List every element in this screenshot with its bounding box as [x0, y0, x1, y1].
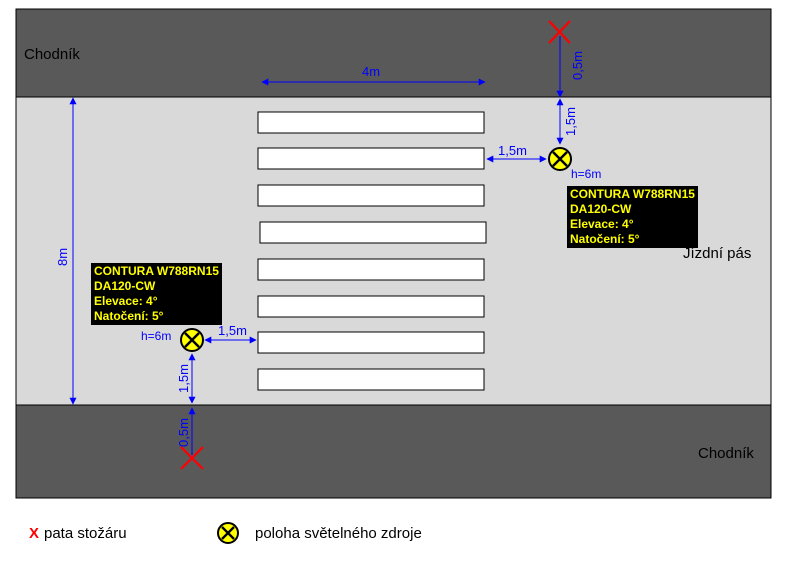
zebra-stripe: [257, 111, 485, 134]
luminaire-elevation: Elevace: 4°: [570, 217, 634, 231]
label-edge-dist-left: 1,5m: [176, 364, 191, 393]
sidewalk-top-label: Chodník: [24, 46, 80, 63]
legend-pole-label: pata stožáru: [44, 525, 127, 542]
sidewalk-top: [15, 8, 772, 98]
zebra-stripe: [257, 368, 485, 391]
label-offset-left: 1,5m: [218, 323, 247, 338]
luminaire-model: CONTURA W788RN15: [94, 264, 219, 278]
zebra-stripe: [257, 295, 485, 318]
legend-light-label: poloha světelného zdroje: [255, 525, 422, 542]
pole-marker-bottom: [180, 446, 204, 470]
sidewalk-bottom-label: Chodník: [698, 445, 754, 462]
label-height-left: h=6m: [141, 329, 171, 343]
luminaire-optic: DA120-CW: [94, 279, 156, 293]
sidewalk-bottom: [15, 404, 772, 499]
roadway-label: Jízdní pás: [683, 245, 751, 262]
label-crossing-width: 4m: [362, 64, 380, 79]
roadway: [15, 96, 772, 406]
zebra-crossing: [257, 111, 487, 391]
zebra-stripe: [257, 331, 485, 354]
label-pole-dist-left: 0,5m: [176, 418, 191, 447]
legend-pole-icon: X: [29, 525, 39, 542]
luminaire-info-right: CONTURA W788RN15 DA120-CW Elevace: 4° Na…: [567, 186, 698, 248]
luminaire-info-left: CONTURA W788RN15 DA120-CW Elevace: 4° Na…: [91, 263, 222, 325]
legend-light-icon: [217, 522, 239, 544]
label-offset-right: 1,5m: [498, 143, 527, 158]
pole-marker-top: [548, 20, 571, 44]
label-height-right: h=6m: [571, 167, 601, 181]
zebra-stripe: [257, 147, 485, 170]
label-road-width: 8m: [55, 248, 70, 266]
luminaire-elevation: Elevace: 4°: [94, 294, 158, 308]
zebra-stripe: [259, 221, 487, 244]
label-edge-dist-right: 1,5m: [563, 107, 578, 136]
luminaire-optic: DA120-CW: [570, 202, 632, 216]
luminaire-model: CONTURA W788RN15: [570, 187, 695, 201]
label-pole-dist-right: 0,5m: [570, 51, 585, 80]
light-source-right: [548, 147, 572, 171]
zebra-stripe: [257, 258, 485, 281]
zebra-stripe: [257, 184, 485, 207]
luminaire-rotation: Natočení: 5°: [94, 309, 164, 323]
luminaire-rotation: Natočení: 5°: [570, 232, 640, 246]
light-source-left: [180, 328, 204, 352]
